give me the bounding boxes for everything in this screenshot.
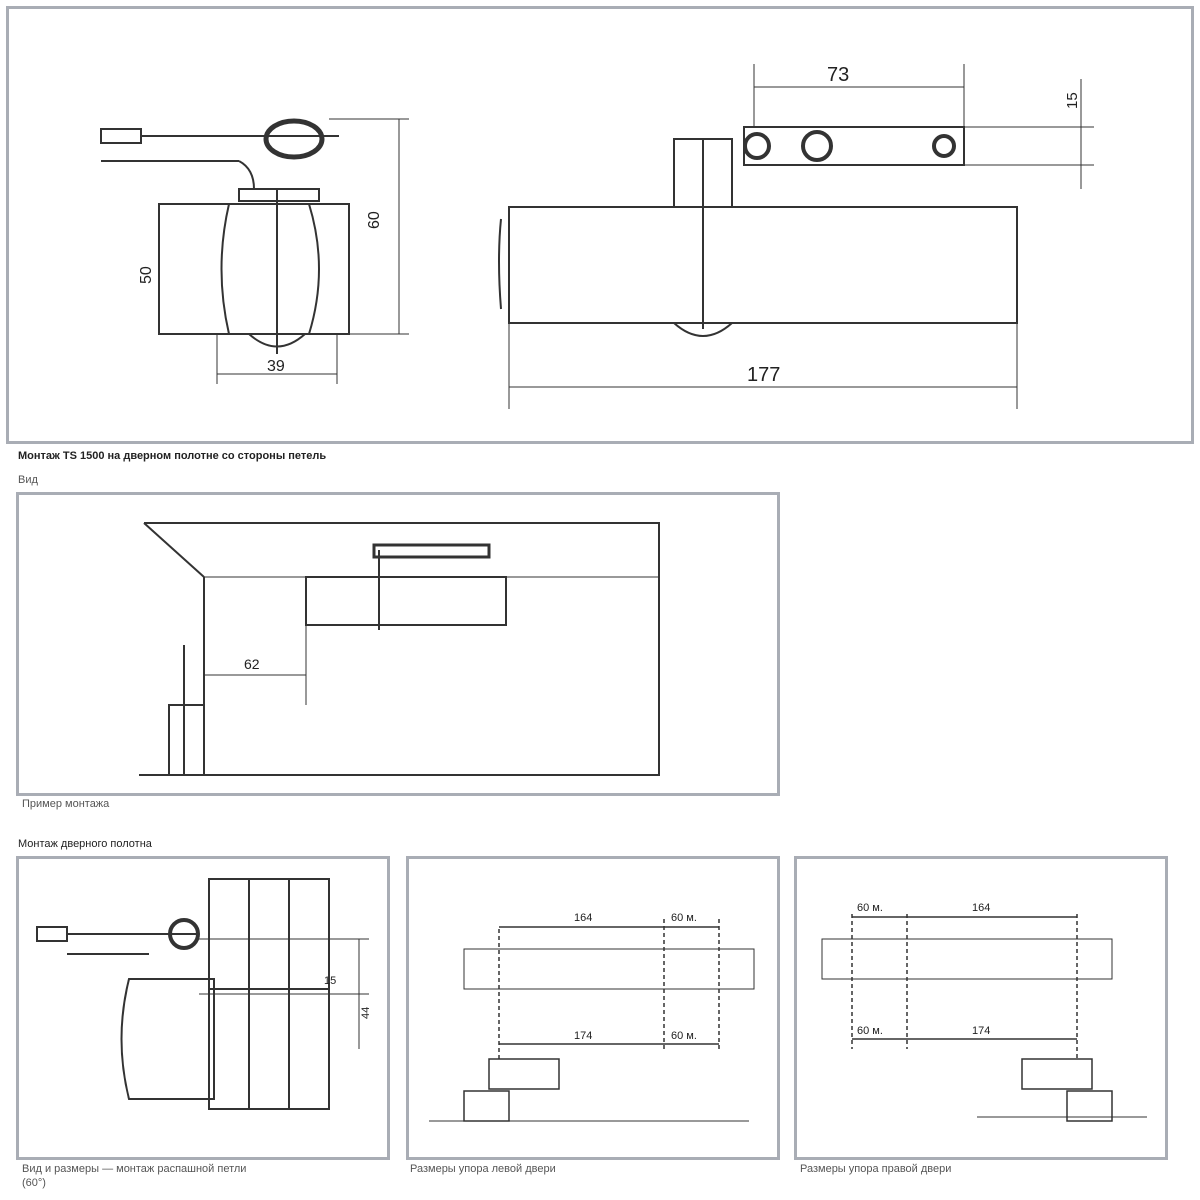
dim-arm: 73: [827, 64, 849, 86]
right-door-drawing: 60 м. 164 60 м. 174: [821, 902, 1147, 1122]
hinge-drawing: 15 44: [36, 878, 372, 1110]
dim-width: 39: [267, 358, 285, 375]
dim-right-a: 60 м.: [857, 902, 883, 914]
right-door-panel: 60 м. 164 60 м. 174: [794, 856, 1168, 1160]
section-title: Монтаж TS 1500 на дверном полотне со сто…: [18, 450, 327, 462]
left-door-panel: 164 60 м. 174 60 м.: [406, 856, 780, 1160]
caption-hinge: Вид и размеры — монтаж распашной петли: [22, 1163, 247, 1175]
dim-distance: 62: [244, 656, 260, 672]
dim-right-d: 174: [972, 1025, 990, 1037]
view-label: Вид: [18, 474, 38, 486]
hinge-panel: 15 44: [16, 856, 390, 1160]
example-caption: Пример монтажа: [22, 798, 110, 810]
dim-offset: 15: [1064, 92, 1081, 109]
dim-left-d: 60 м.: [671, 1030, 697, 1042]
caption-left-door: Размеры упора левой двери: [410, 1163, 556, 1175]
dim-height: 60: [366, 211, 383, 229]
dim-right-b: 164: [972, 902, 990, 914]
caption-hinge-cont: (60°): [22, 1177, 46, 1189]
mount-example-panel: 62: [16, 492, 780, 796]
dim-length: 177: [747, 364, 780, 386]
mount-example-drawing: 62: [139, 522, 660, 776]
dim-hinge-b: 44: [360, 1007, 372, 1019]
dim-hinge-a: 15: [324, 975, 336, 987]
top-drawing-panel: 60 50 39 73 15 177: [6, 6, 1194, 444]
dim-left-c: 174: [574, 1030, 592, 1042]
closer-dimension-drawing: 60 50 39 73 15 177: [100, 64, 1094, 409]
dim-left-b: 60 м.: [671, 912, 697, 924]
dim-right-c: 60 м.: [857, 1025, 883, 1037]
dim-body: 50: [138, 266, 155, 284]
dim-left-a: 164: [574, 912, 592, 924]
caption-right-door: Размеры упора правой двери: [800, 1163, 952, 1175]
left-door-drawing: 164 60 м. 174 60 м.: [429, 912, 755, 1122]
section2-title: Монтаж дверного полотна: [18, 838, 152, 850]
